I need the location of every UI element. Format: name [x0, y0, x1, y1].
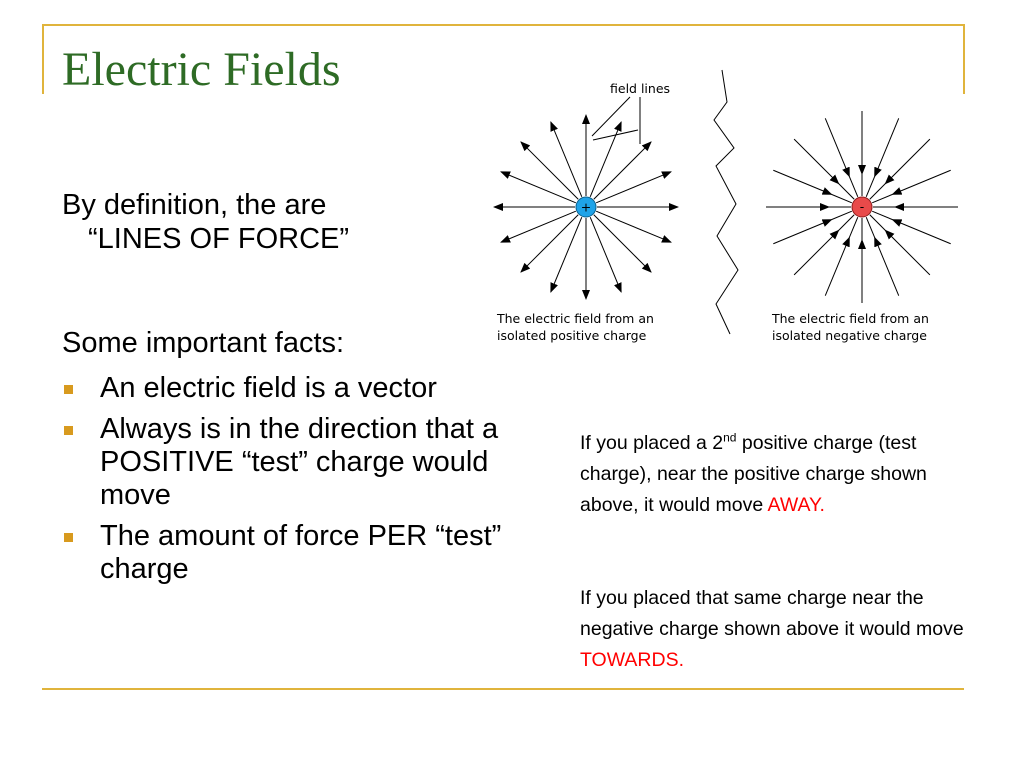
negative-field-line — [884, 138, 931, 185]
frame-top-line — [42, 24, 964, 26]
positive-field-line — [550, 216, 583, 293]
facts-list: An electric field is a vector Always is … — [62, 372, 522, 594]
negative-field-line — [891, 169, 951, 195]
note1-text-b: positive charge (test charge), near the … — [580, 432, 927, 516]
positive-field-line — [500, 171, 577, 204]
negative-field-line — [824, 118, 850, 178]
negative-field-line — [838, 214, 855, 231]
note-negative-charge: If you placed that same charge near the … — [580, 583, 980, 676]
negative-field-line — [793, 138, 840, 185]
note1-text-a: If you placed a 2 — [580, 432, 724, 454]
negative-field-line — [793, 229, 840, 276]
positive-field-lines — [493, 114, 679, 300]
negative-field-line — [891, 219, 951, 245]
negative-field-line — [874, 236, 900, 296]
slide-title: Electric Fields — [62, 43, 341, 96]
negative-field-line — [848, 176, 859, 198]
bullet-text: The amount of force PER “test” charge — [100, 520, 502, 585]
field-lines-label: field lines — [610, 81, 670, 96]
positive-field-line — [593, 141, 652, 200]
field-lines-pointer — [591, 96, 631, 137]
frame-bottom-line — [42, 688, 964, 690]
positive-field-line — [589, 216, 622, 293]
negative-field-line — [869, 183, 886, 200]
bullet-square-icon — [64, 385, 73, 394]
negative-field-line — [865, 216, 876, 238]
frame-right-line — [963, 24, 965, 94]
note1-superscript: nd — [723, 430, 737, 445]
bullet-square-icon — [64, 533, 73, 542]
caption-left-line-2: isolated positive charge — [497, 328, 647, 343]
positive-field-line — [520, 141, 579, 200]
positive-field-line — [500, 210, 577, 243]
negative-charge-symbol: - — [860, 199, 865, 214]
negative-field-line — [865, 176, 876, 198]
frame-left-line — [42, 24, 44, 94]
note2-text: If you placed that same charge near the … — [580, 587, 964, 640]
positive-field-line — [520, 214, 579, 273]
negative-field-line — [831, 210, 853, 221]
caption-left-line-1: The electric field from an — [496, 311, 654, 326]
note1-emphasis: AWAY. — [767, 494, 825, 516]
positive-field-line — [550, 121, 583, 198]
list-item: The amount of force PER “test” charge — [62, 520, 522, 586]
facts-heading: Some important facts: — [62, 327, 345, 359]
negative-field-line — [773, 219, 833, 245]
note-positive-charge: If you placed a 2nd positive charge (tes… — [580, 428, 980, 521]
positive-field-line — [595, 210, 672, 243]
definition-line-2: “LINES OF FORCE” — [88, 223, 350, 255]
definition-paragraph: By definition, the are “LINES OF FORCE” — [62, 188, 482, 256]
note2-emphasis: TOWARDS. — [580, 649, 685, 671]
bullet-text: Always is in the direction that a POSITI… — [100, 413, 499, 511]
negative-field-line — [874, 118, 900, 178]
field-lines-pointer — [592, 129, 639, 141]
positive-charge-icon — [575, 196, 597, 218]
negative-field-line — [871, 193, 893, 204]
caption-right-line-1: The electric field from an — [771, 311, 929, 326]
negative-field-line — [773, 169, 833, 195]
negative-field-line — [884, 229, 931, 276]
bullet-text: An electric field is a vector — [100, 372, 437, 404]
definition-line-1: By definition, the are — [62, 189, 327, 221]
positive-field-line — [593, 214, 652, 273]
divider-zigzag — [713, 69, 739, 335]
electric-field-diagram: field lines + - The electric field from … — [493, 69, 958, 343]
negative-field-line — [869, 214, 886, 231]
negative-field-line — [838, 183, 855, 200]
list-item: An electric field is a vector — [62, 372, 522, 405]
negative-field-line — [871, 210, 893, 221]
negative-field-line — [831, 193, 853, 204]
bullet-square-icon — [64, 426, 73, 435]
negative-field-line — [824, 236, 850, 296]
negative-field-lines — [766, 111, 958, 303]
negative-charge-icon — [851, 196, 873, 218]
list-item: Always is in the direction that a POSITI… — [62, 413, 522, 512]
caption-right-line-2: isolated negative charge — [772, 328, 927, 343]
negative-field-line — [848, 216, 859, 238]
positive-charge-symbol: + — [581, 200, 591, 215]
positive-field-line — [595, 171, 672, 204]
